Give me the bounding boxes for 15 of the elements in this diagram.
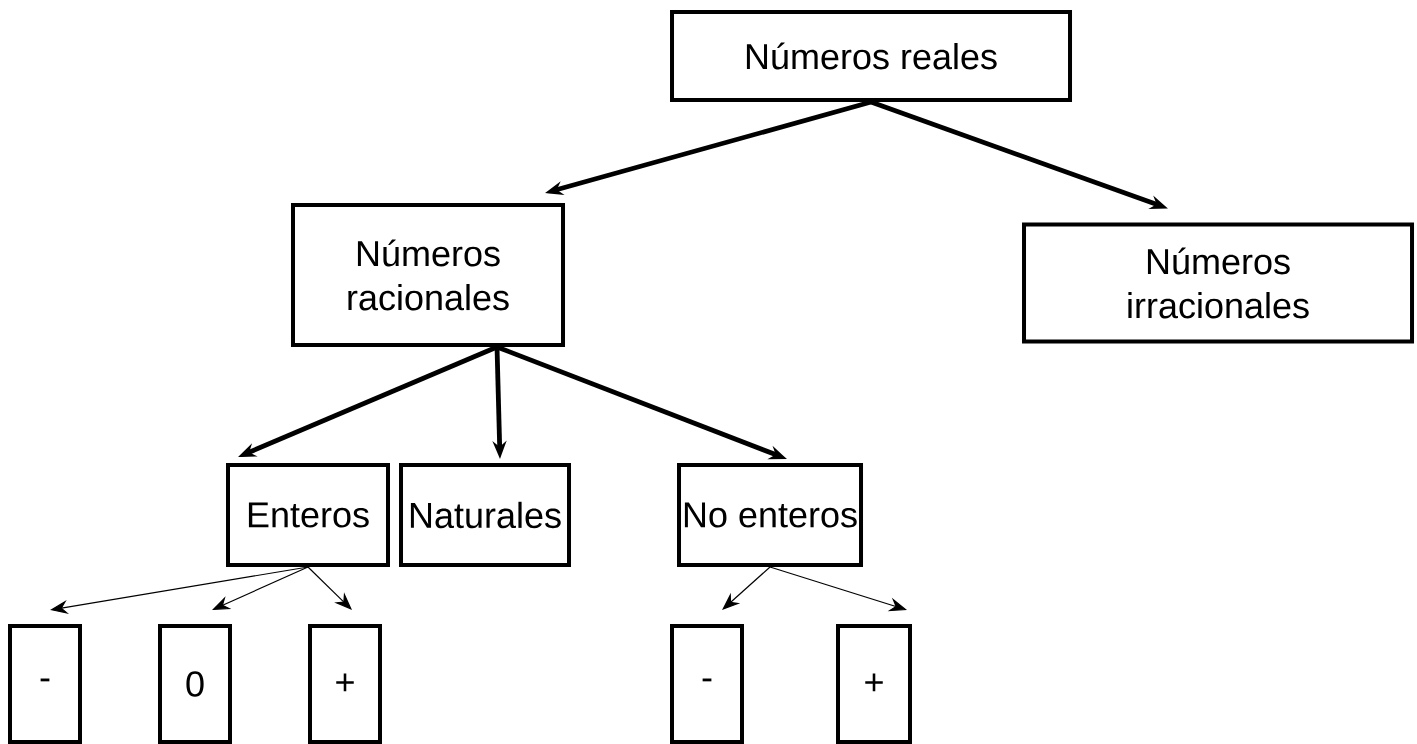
- category-box: Números racionales: [291, 203, 565, 347]
- category-box: +: [836, 624, 912, 744]
- category-box: Números irracionales: [1022, 222, 1414, 344]
- arrow: [307, 566, 352, 610]
- category-box: 0: [158, 624, 232, 744]
- category-box: -: [670, 624, 744, 744]
- category-box: +: [308, 624, 382, 744]
- category-box: No enteros: [677, 463, 863, 567]
- arrow: [769, 566, 907, 612]
- category-box: Enteros: [226, 463, 390, 567]
- category-box: -: [8, 624, 82, 744]
- category-box: Números reales: [670, 10, 1072, 102]
- arrow: [722, 566, 771, 610]
- category-box: Naturales: [399, 463, 571, 567]
- arrow: [212, 566, 309, 610]
